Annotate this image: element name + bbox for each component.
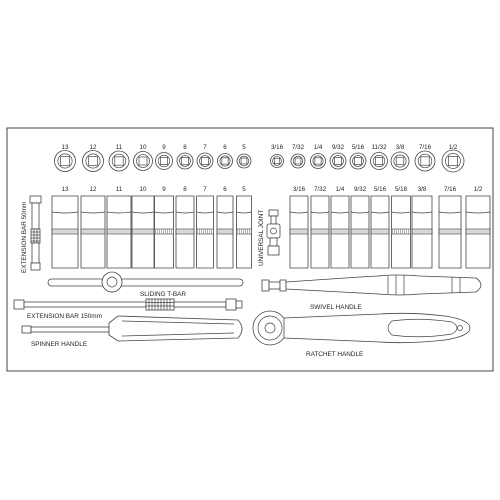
top-socket xyxy=(270,154,284,168)
deep-socket xyxy=(51,195,79,269)
top-socket xyxy=(108,150,130,172)
top-socket-size-label: 9 xyxy=(162,144,166,151)
deep-socket xyxy=(216,195,234,269)
top-socket-size-label: 13 xyxy=(62,144,69,151)
top-socket-size-label: 6 xyxy=(223,144,227,151)
top-socket-size-label: 5 xyxy=(242,144,246,151)
top-socket xyxy=(290,153,306,169)
deep-socket-size-label: 13 xyxy=(62,186,69,193)
deep-socket-size-label: 10 xyxy=(140,186,147,193)
deep-socket-size-label: 9/32 xyxy=(354,186,367,193)
deep-socket xyxy=(330,195,350,269)
deep-socket-size-label: 12 xyxy=(90,186,97,193)
top-sockets-left-group: 13 12 11 10 9 8 7 6 5 xyxy=(54,144,252,172)
top-socket xyxy=(155,152,173,170)
deep-socket-size-label: 1/4 xyxy=(336,186,345,193)
universal-joint xyxy=(266,209,281,256)
top-socket-size-label: 12 xyxy=(90,144,97,151)
top-socket xyxy=(82,150,104,172)
deep-socket-size-label: 5 xyxy=(242,186,246,193)
deep-socket xyxy=(391,195,411,269)
deep-socket-size-label: 6 xyxy=(223,186,227,193)
top-socket-size-label: 11/32 xyxy=(371,144,387,151)
deep-socket-size-label: 11 xyxy=(116,186,123,193)
top-socket xyxy=(310,153,326,169)
top-socket xyxy=(349,152,367,170)
deep-socket xyxy=(106,195,132,269)
top-socket xyxy=(390,151,410,171)
extension-bar-150mm xyxy=(13,298,243,311)
deep-socket xyxy=(196,195,214,269)
deep-socket-size-label: 5/18 xyxy=(395,186,408,193)
deep-socket-size-label: 7/32 xyxy=(314,186,327,193)
top-socket xyxy=(217,153,233,169)
top-socket xyxy=(370,152,388,170)
top-socket-size-label: 7/32 xyxy=(292,144,305,151)
deep-socket xyxy=(154,195,174,269)
top-socket xyxy=(133,151,153,171)
ratchet-handle xyxy=(252,310,471,346)
deep-socket xyxy=(131,195,155,269)
extension-bar-50mm xyxy=(29,195,42,271)
top-socket-size-label: 1/4 xyxy=(314,144,323,151)
top-sockets-right-group: 3/16 7/32 1/4 9/32 5/16 11/32 3/8 7/16 1/2 xyxy=(270,144,465,173)
deep-socket xyxy=(411,195,433,269)
deep-socket xyxy=(465,195,491,269)
deep-socket xyxy=(370,195,390,269)
top-socket xyxy=(236,153,252,169)
spinner-handle xyxy=(21,315,243,342)
sliding-t-bar-label: SLIDING T-BAR xyxy=(140,291,186,298)
deep-socket xyxy=(310,195,330,269)
deep-socket-size-label: 7/16 xyxy=(444,186,457,193)
top-socket xyxy=(176,152,194,170)
deep-socket xyxy=(438,195,462,269)
top-socket-size-label: 5/16 xyxy=(352,144,365,151)
top-socket-size-label: 3/16 xyxy=(271,144,284,151)
top-socket xyxy=(414,150,436,172)
top-socket-size-label: 11 xyxy=(116,144,123,151)
deep-socket-size-label: 3/8 xyxy=(418,186,427,193)
deep-socket-size-label: 5/16 xyxy=(374,186,387,193)
top-socket-size-label: 1/2 xyxy=(449,144,458,151)
deep-socket-size-label: 1/2 xyxy=(474,186,483,193)
top-socket xyxy=(196,152,214,170)
deep-sockets-right-group: 3/16 7/32 1/4 9/32 5/16 5/18 3/8 7/16 1/2 xyxy=(289,186,491,269)
extension-bar-150mm-label: EXTENSION BAR 150mm xyxy=(27,313,102,320)
deep-socket xyxy=(289,195,309,269)
top-socket-size-label: 9/32 xyxy=(332,144,345,151)
top-socket xyxy=(441,149,465,173)
top-socket-size-label: 3/8 xyxy=(396,144,405,151)
spinner-handle-label: SPINNER HANDLE xyxy=(31,341,87,348)
top-socket xyxy=(329,152,347,170)
deep-socket-size-label: 7 xyxy=(203,186,207,193)
deep-sockets-left-group: 13 12 11 10 9 8 7 6 5 xyxy=(51,186,252,269)
top-socket xyxy=(54,150,76,172)
deep-socket-size-label: 9 xyxy=(162,186,166,193)
top-socket-size-label: 7/16 xyxy=(419,144,432,151)
sliding-t-bar xyxy=(47,271,244,293)
deep-socket xyxy=(80,195,106,269)
top-socket-size-label: 10 xyxy=(140,144,147,151)
deep-socket xyxy=(236,195,252,269)
swivel-handle-label: SWIVEL HANDLE xyxy=(310,304,362,311)
deep-socket-size-label: 3/16 xyxy=(293,186,306,193)
ratchet-handle-label: RATCHET HANDLE xyxy=(306,351,363,358)
top-socket-size-label: 7 xyxy=(203,144,207,151)
extension-bar-50mm-label: EXTENSION BAR 50mm xyxy=(21,202,28,273)
deep-socket-size-label: 8 xyxy=(183,186,187,193)
universal-joint-label: UNIVERSAL JOINT xyxy=(258,210,265,266)
top-socket-size-label: 8 xyxy=(183,144,187,151)
deep-socket xyxy=(350,195,370,269)
deep-socket xyxy=(175,195,195,269)
swivel-handle xyxy=(261,274,482,296)
